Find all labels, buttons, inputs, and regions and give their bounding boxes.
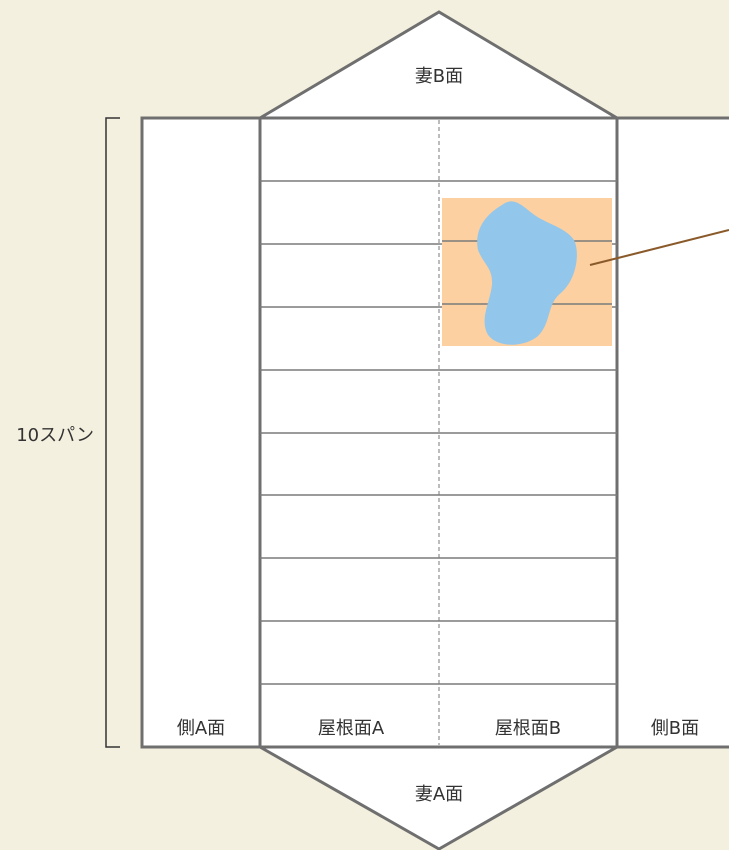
gable-b-face (254, 10, 623, 120)
gable-a-label: 妻A面 (415, 784, 463, 805)
gable-b-label: 妻B面 (415, 66, 463, 87)
water-stain-spot (477, 201, 577, 345)
callout-leader-line (589, 229, 729, 266)
side-a-face (140, 116, 262, 749)
side-b-label: 側B面 (651, 718, 699, 739)
side-b-face (615, 116, 729, 749)
span-dimension-bracket (105, 117, 120, 748)
span-count-label: 10スパン (16, 425, 94, 446)
roof-a-label: 屋根面A (318, 718, 385, 739)
roof-b-label: 屋根面B (495, 718, 561, 739)
side-a-label: 側A面 (177, 718, 225, 739)
